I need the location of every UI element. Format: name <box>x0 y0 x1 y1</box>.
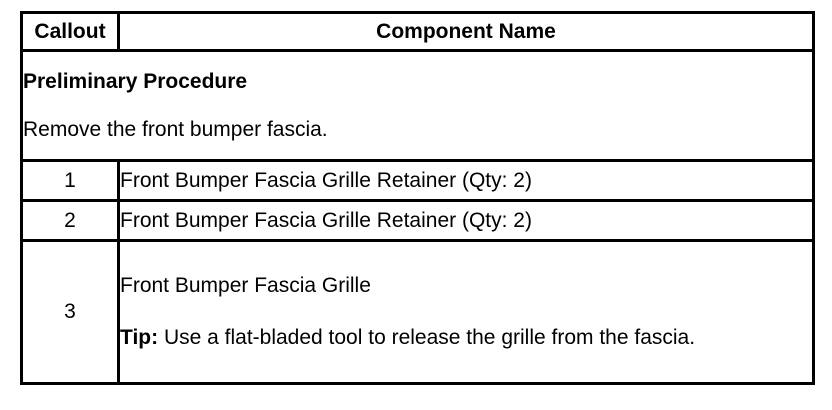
preliminary-procedure-row: Preliminary Procedure Remove the front b… <box>20 49 815 162</box>
table-row: 1 Front Bumper Fascia Grille Retainer (Q… <box>20 159 815 202</box>
column-header-component-name: Component Name <box>117 11 815 52</box>
preliminary-procedure-cell: Preliminary Procedure Remove the front b… <box>20 49 815 162</box>
tip-line: Tip: Use a flat-bladed tool to release t… <box>120 325 812 351</box>
component-name-cell-with-tip: Front Bumper Fascia Grille Tip: Use a fl… <box>117 239 815 385</box>
column-header-callout: Callout <box>20 11 120 52</box>
preliminary-spacer <box>23 95 812 117</box>
table-row: 3 Front Bumper Fascia Grille Tip: Use a … <box>20 239 815 385</box>
tip-spacer <box>120 299 812 325</box>
callout-number: 3 <box>20 239 120 385</box>
table-header-row: Callout Component Name <box>20 11 815 52</box>
preliminary-procedure-text: Remove the front bumper fascia. <box>23 117 328 141</box>
tip-text: Use a flat-bladed tool to release the gr… <box>158 326 696 349</box>
tip-label: Tip: <box>120 326 159 349</box>
component-name-value: Front Bumper Fascia Grille Retainer (Qty… <box>117 159 815 202</box>
component-callout-table: Callout Component Name Preliminary Proce… <box>20 11 815 385</box>
component-name-value: Front Bumper Fascia Grille Retainer (Qty… <box>117 199 815 242</box>
table-row: 2 Front Bumper Fascia Grille Retainer (Q… <box>20 199 815 242</box>
callout-number: 2 <box>20 199 120 242</box>
callout-number: 1 <box>20 159 120 202</box>
preliminary-procedure-title: Preliminary Procedure <box>23 69 248 93</box>
component-name-value: Front Bumper Fascia Grille <box>120 274 371 297</box>
